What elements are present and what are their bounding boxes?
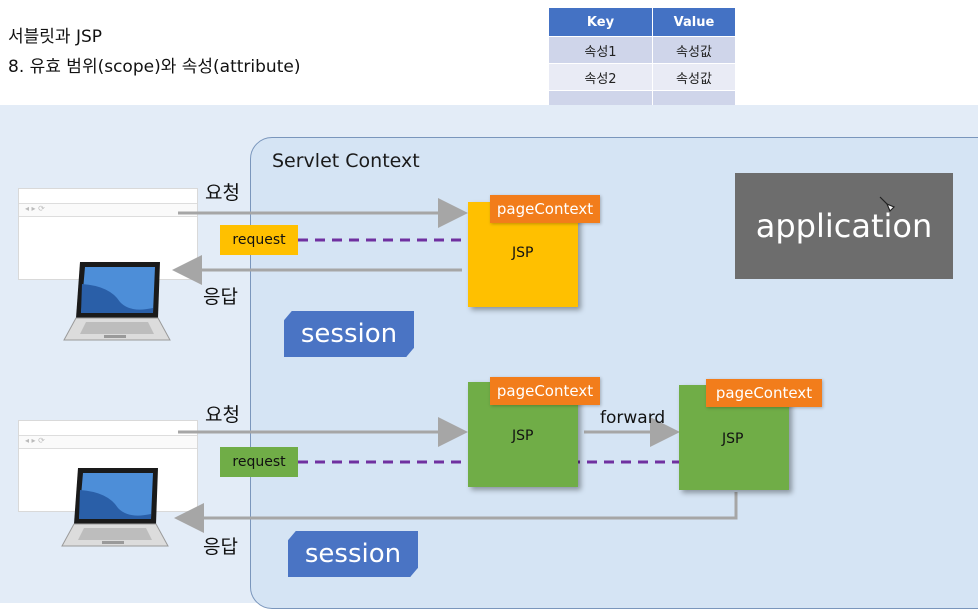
request-scope-tag-bottom: request [220,447,298,477]
table-row: 속성1 속성값 [548,36,736,64]
table-cell-value: 속성값 [652,36,736,64]
request-label-top: 요청 [205,182,240,204]
table-row: 속성2 속성값 [548,63,736,91]
laptop-icon [63,262,171,341]
jsp-label-bottom-right: JSP [722,431,744,447]
request-label-bottom: 요청 [205,404,240,426]
page-context-tag-bottom-right: pageContext [706,379,822,407]
pen-cursor-icon [879,196,896,213]
lecture-title: 서블릿과 JSP [8,27,103,47]
response-label-top: 응답 [203,286,238,308]
jsp-label-top: JSP [512,245,534,261]
response-arrow-bottom [174,492,738,533]
table-header-row: Key Value [548,7,736,37]
page-context-tag-top: pageContext [490,195,600,223]
page-context-tag-bottom-left: pageContext [490,377,600,405]
table-cell-key: 속성2 [548,63,653,91]
key-header: Key [548,7,653,37]
jsp-label-bottom-left: JSP [512,428,534,444]
table-cell-key: 속성1 [548,36,653,64]
table-cell-value: 속성값 [652,63,736,91]
laptop-icon [61,468,169,547]
lecture-subtitle: 8. 유효 범위(scope)와 속성(attribute) [8,57,301,77]
forward-label: forward [600,408,666,428]
request-scope-tag-top: request [220,225,298,255]
session-label-top: session [284,311,414,357]
value-header: Value [652,7,736,37]
response-label-bottom: 응답 [203,536,238,558]
session-label-bottom: session [288,531,418,577]
servlet-context-label: Servlet Context [272,150,420,172]
application-box: application [735,173,953,279]
